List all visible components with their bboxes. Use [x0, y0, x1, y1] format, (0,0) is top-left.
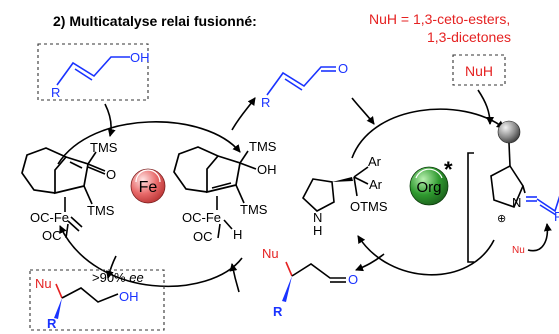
- enal-top-r: R: [261, 95, 270, 110]
- prolinol-otms: OTMS: [350, 199, 388, 214]
- org-label: Org: [416, 179, 441, 196]
- product-box: [29, 269, 165, 331]
- michael-adduct: Nu R O: [262, 246, 358, 319]
- substrate-box: [37, 43, 149, 101]
- organo-cycle: [351, 89, 505, 276]
- iminium-r: R: [554, 209, 559, 224]
- iminium-intermediate: N ⊕ R Nu: [467, 120, 559, 263]
- iminium-nucleophile: Nu: [512, 245, 525, 256]
- enal-top-o: O: [338, 61, 348, 76]
- organo-cycle-top-arrow: [351, 108, 505, 159]
- nucleophilic-attack-arrow: [527, 223, 552, 252]
- nucleophile-definition-line1: NuH = 1,3-ceto-esters,: [369, 11, 510, 27]
- enal-release-arrow: [231, 97, 256, 131]
- organo-cycle-bottom-arrow: [357, 235, 495, 276]
- iron-hydride-complex: TMS OH TMS OC-Fe H OC: [173, 139, 277, 244]
- product-nu: Nu: [35, 276, 52, 291]
- org-catalyst-ball: Org *: [409, 157, 453, 206]
- prolinol-ar-bottom: Ar: [369, 177, 383, 192]
- iron-cycle-top-arrow: [57, 121, 241, 165]
- adduct-o: O: [348, 272, 358, 287]
- iron-cycle-bottom-arrow: [59, 225, 243, 288]
- ee-unit: ee: [129, 270, 143, 285]
- right-tms-top: TMS: [249, 139, 277, 154]
- ee-value: >90%: [92, 270, 129, 285]
- right-co-bottom: OC: [193, 229, 213, 244]
- left-fe-co: OC-Fe: [30, 210, 69, 225]
- fe-catalyst-ball: Fe: [130, 168, 166, 204]
- enantiomeric-excess: >90% ee: [92, 270, 144, 285]
- product-release-arrow: [105, 255, 117, 279]
- substrate-entry-arrow: [104, 103, 116, 137]
- nucleophile-definition-line2: 1,3-dicetones: [427, 29, 511, 45]
- prolinol-hydrogen: H: [313, 223, 322, 238]
- fe-rotation-arrow: [135, 169, 161, 183]
- iminium-charge: ⊕: [497, 213, 506, 225]
- prolinol-ar-top: Ar: [368, 154, 382, 169]
- catalyst-support-sphere: [497, 120, 521, 144]
- adduct-r: R: [273, 304, 283, 319]
- right-hydroxyl: OH: [257, 162, 277, 177]
- iminium-nitrogen: N: [512, 195, 521, 210]
- nucleophile-box-label: NuH: [465, 63, 493, 79]
- left-tms-bottom: TMS: [87, 203, 115, 218]
- adduct-entry-arrow: [229, 263, 240, 293]
- right-hydride: H: [233, 227, 242, 242]
- adduct-release-arrow: [355, 253, 385, 272]
- left-tms-top: TMS: [90, 140, 118, 155]
- prolinol-nitrogen: N: [313, 210, 322, 225]
- right-tms-bottom: TMS: [240, 202, 268, 217]
- prolinol-catalyst: Ar Ar OTMS N H: [302, 154, 388, 238]
- enal-top: R O: [261, 61, 348, 110]
- knolker-complex: TMS O TMS OC-Fe OC: [21, 140, 118, 243]
- nucleophile-entry-arrow: [477, 89, 494, 125]
- iron-cycle: [57, 97, 256, 293]
- allylic-alcohol: R OH: [51, 50, 150, 100]
- product-r: R: [47, 316, 57, 331]
- nucleophile-box: [452, 54, 506, 86]
- allylic-alcohol-r: R: [51, 85, 60, 100]
- left-co-bottom: OC: [42, 228, 62, 243]
- right-fe-co: OC-Fe: [182, 210, 221, 225]
- adduct-nu: Nu: [262, 246, 279, 261]
- fe-label: Fe: [139, 179, 158, 196]
- org-chirality-star: *: [444, 157, 453, 182]
- org-rotation-arrow: [415, 168, 443, 179]
- scheme-title: 2) Multicatalyse relai fusionné:: [53, 13, 257, 29]
- enal-entry-arrow: [351, 97, 375, 125]
- product-oh: OH: [119, 289, 139, 304]
- final-product: Nu R OH >90% ee: [35, 270, 144, 331]
- allylic-alcohol-oh: OH: [130, 50, 150, 65]
- left-oxo: O: [106, 167, 116, 182]
